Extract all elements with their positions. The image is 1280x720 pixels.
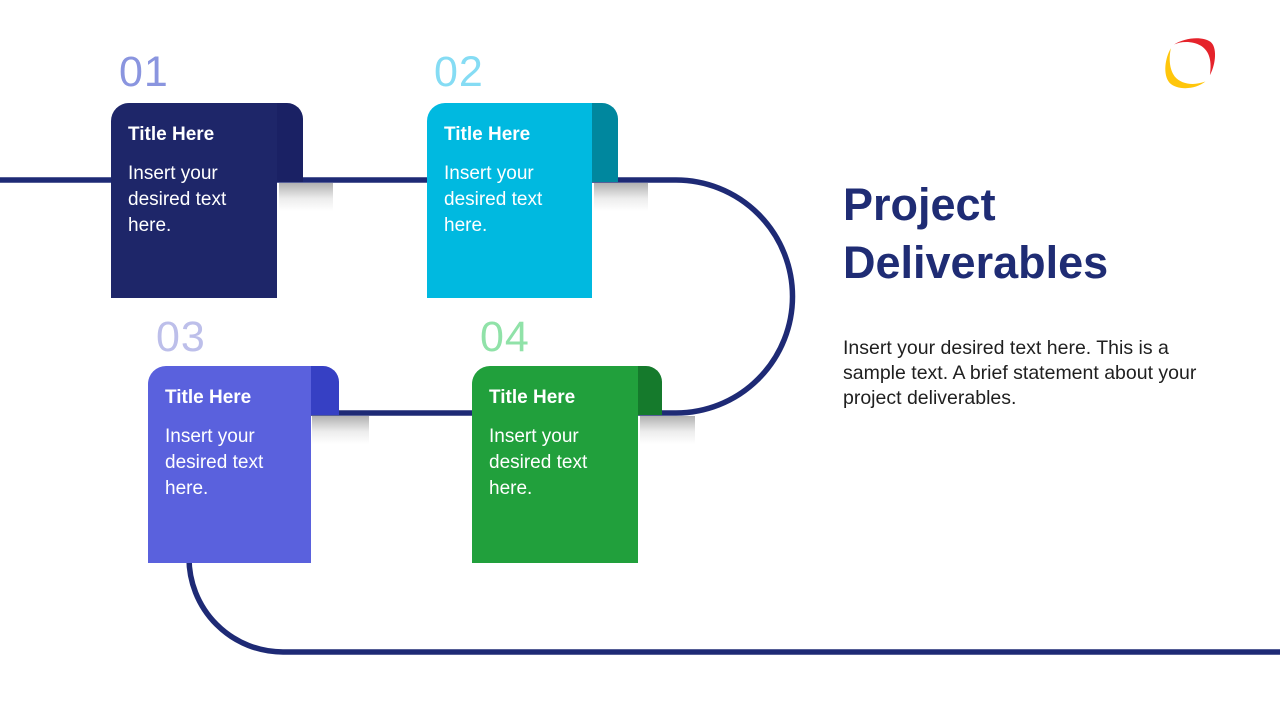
slide-title: Project Deliverables — [843, 179, 1109, 288]
card-3-curl-shadow — [312, 416, 369, 444]
card-2-body-text: Insert your desired text here. — [444, 163, 543, 236]
card-1-body-text: Insert your desired text here. — [128, 163, 227, 236]
deliverable-card-4: Title Here Insert your desired text here… — [472, 366, 638, 563]
step-number-3: 03 — [156, 313, 206, 361]
step-number-4: 04 — [480, 313, 530, 361]
brand-logo-icon — [1165, 38, 1216, 89]
logo-red-swoosh — [1174, 38, 1216, 76]
card-3-title: Title Here — [165, 387, 252, 408]
deliverable-card-1: Title Here Insert your desired text here… — [111, 103, 277, 298]
card-3-body-text: Insert your desired text here. — [165, 426, 264, 499]
card-4-body-text: Insert your desired text here. — [489, 426, 588, 499]
card-1-curl-shadow — [279, 183, 333, 211]
card-2-curl-shadow — [594, 183, 648, 211]
slide-description: Insert your desired text here. This is a… — [843, 337, 1197, 409]
deliverable-card-3: Title Here Insert your desired text here… — [148, 366, 311, 563]
card-1-title: Title Here — [128, 124, 215, 145]
deliverable-card-2: Title Here Insert your desired text here… — [427, 103, 592, 298]
card-4-title: Title Here — [489, 387, 576, 408]
process-path — [0, 177, 1280, 655]
logo-yellow-swoosh — [1165, 48, 1206, 89]
card-2-title: Title Here — [444, 124, 531, 145]
step-number-1: 01 — [119, 48, 169, 96]
card-4-curl-shadow — [640, 416, 695, 444]
step-number-2: 02 — [434, 48, 484, 96]
